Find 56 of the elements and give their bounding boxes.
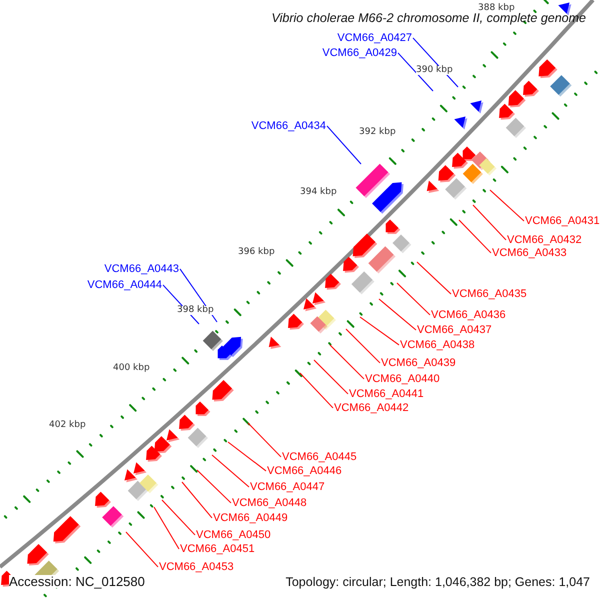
leader-line — [196, 470, 232, 504]
gene-label: VCM66_A0451 — [180, 544, 255, 555]
gene-label: VCM66_A0429 — [322, 48, 397, 59]
gene-label: VCM66_A0438 — [400, 340, 475, 351]
leader-line — [326, 125, 362, 164]
gene-label: VCM66_A0449 — [213, 513, 288, 524]
gene-label: VCM66_A0431 — [525, 216, 600, 227]
leader-line — [490, 190, 524, 222]
genome-summary-text: Topology: circular; Length: 1,046,382 bp; Genes: 1,047 — [286, 576, 590, 588]
gene-label: VCM66_A0453 — [159, 562, 234, 573]
gene-label: VCM66_A0444 — [87, 280, 162, 291]
position-label: 388 kbp — [478, 4, 515, 13]
leader-line — [360, 316, 400, 346]
leader-line — [416, 262, 452, 294]
position-label: 396 kbp — [238, 248, 275, 257]
leader-line — [162, 500, 196, 536]
gene-label: VCM66_A0448 — [232, 498, 307, 509]
gene-label: VCM66_A0434 — [251, 121, 326, 132]
position-label: 402 kbp — [49, 421, 86, 430]
leader-line — [346, 328, 380, 364]
gene-label: VCM66_A0435 — [452, 289, 527, 300]
gene-label: VCM66_A0447 — [250, 482, 325, 493]
position-label: 394 kbp — [300, 188, 337, 197]
leader-line — [330, 344, 364, 380]
leader-line — [182, 482, 212, 518]
gene-label: VCM66_A0443 — [104, 264, 179, 275]
gene-label: VCM66_A0437 — [417, 325, 492, 336]
leader-line — [248, 422, 282, 458]
gene-label: VCM66_A0439 — [381, 358, 456, 369]
leader-line — [398, 52, 434, 92]
leader-line — [228, 442, 266, 472]
leader-line — [378, 298, 416, 330]
gene-label: VCM66_A0445 — [282, 452, 357, 463]
leader-line — [126, 532, 158, 568]
leader-line — [154, 506, 180, 550]
gene-label: VCM66_A0427 — [337, 33, 412, 44]
accession-text: Accession: NC_012580 — [9, 575, 145, 588]
position-label: 390 kbp — [416, 66, 453, 75]
leader-line — [472, 204, 506, 240]
diagram-title: Vibrio cholerae M66-2 chromosome II, complete genome — [271, 12, 586, 24]
gene-label: VCM66_A0450 — [196, 530, 271, 541]
gene-label: VCM66_A0440 — [365, 374, 440, 385]
leader-line — [396, 282, 430, 316]
gene-label: VCM66_A0441 — [349, 389, 424, 400]
gene-label: VCM66_A0446 — [267, 466, 342, 477]
gene-label: VCM66_A0433 — [492, 248, 567, 259]
gene-label: VCM66_A0442 — [334, 403, 409, 414]
position-label: 392 kbp — [359, 128, 396, 137]
gene-label: VCM66_A0432 — [507, 235, 582, 246]
leader-line — [300, 372, 334, 408]
leader-line — [212, 454, 250, 488]
leader-line — [314, 360, 348, 394]
position-label: 400 kbp — [113, 364, 150, 373]
gene-label: VCM66_A0436 — [431, 310, 506, 321]
leader-line — [458, 220, 492, 254]
position-label: 398 kbp — [177, 306, 214, 315]
